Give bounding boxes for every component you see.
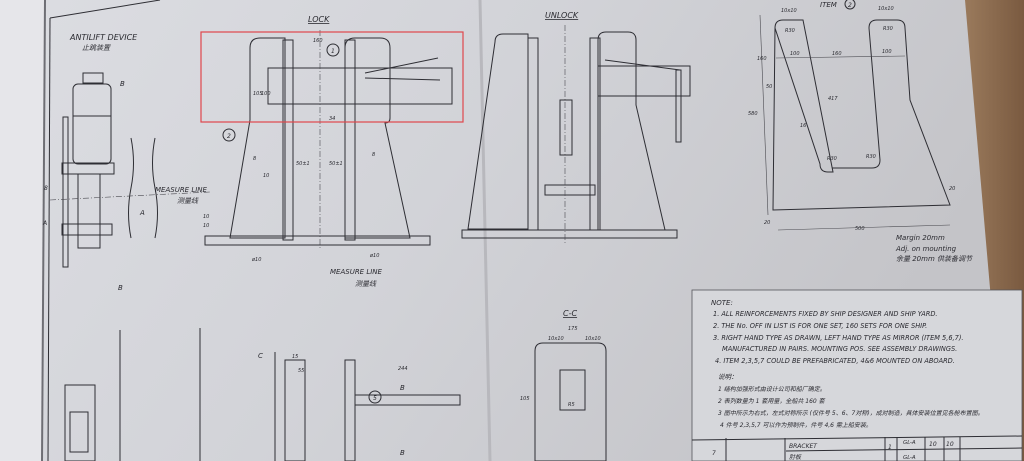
lower-views: C 15 55 244 5 B B C-C 175 10x10 10x10 10…: [64, 309, 607, 461]
adjust-note-cn: 余量 20mm 供装备调节: [896, 255, 973, 263]
dimension: 417: [828, 96, 838, 102]
dimension: 105: [253, 91, 263, 97]
adjust-note: Adj. on mounting: [895, 245, 957, 253]
border-line: [49, 0, 161, 19]
dimension: 100: [790, 51, 800, 57]
dimension: 580: [748, 111, 758, 117]
dimension: R30: [883, 26, 893, 32]
lock-view: LOCK 1 2 160 105 100 34 50±1 50±1 8 8 10…: [200, 15, 464, 288]
item-balloon: 2: [227, 133, 231, 140]
weld-symbol: ø10: [369, 253, 379, 259]
weld-symbol: 10: [263, 173, 269, 179]
row-number: 7: [712, 450, 716, 457]
dimension: 16: [800, 123, 806, 129]
highlight-rectangle: [200, 31, 464, 123]
note-line-cn: 4 件号 2,3,5,7 可以作为预制件，件号 4,6 需上船安装。: [720, 421, 872, 429]
part-material: GL-A: [903, 440, 916, 446]
dimension: 160: [832, 51, 842, 57]
dimension: 50±1: [296, 161, 310, 167]
dimension: 160: [313, 38, 323, 44]
dimension: 10x10: [878, 6, 894, 12]
view-title: LOCK: [308, 15, 330, 24]
part-material: GL-A: [903, 455, 916, 461]
dimension: R30: [827, 156, 837, 162]
part-thickness: 10: [929, 441, 937, 448]
note-line: 3. RIGHT HAND TYPE AS DRAWN, LEFT HAND T…: [713, 334, 964, 342]
view-title: ANTILIFT DEVICE: [69, 33, 138, 42]
section-label: B: [118, 284, 123, 292]
note-line-cn: 1 结构加强形式由设计公司和船厂确定。: [718, 385, 826, 393]
unlock-view: UNLOCK: [461, 11, 691, 245]
measure-line-label-cn: 测量线: [177, 197, 199, 205]
notes-block: NOTE: 1. ALL REINFORCEMENTS FIXED BY SHI…: [691, 289, 1023, 461]
margin-note: Margin 20mm: [896, 234, 945, 242]
weld-symbol: 8: [253, 156, 256, 162]
section-label: A: [139, 209, 145, 217]
dimension: 10x10: [781, 8, 797, 14]
note-line: 4. ITEM 2,3,5,7 COULD BE PREFABRICATED, …: [715, 357, 955, 365]
note-line: 1. ALL REINFORCEMENTS FIXED BY SHIP DESI…: [713, 310, 938, 318]
section-label: B: [400, 449, 405, 457]
item-balloon: 5: [373, 395, 377, 402]
antilift-device-view: ANTILIFT DEVICE 止跳装置 B B A 8 MEASURE LIN…: [42, 33, 211, 292]
border-line: [47, 17, 51, 461]
part-name: BRACKET: [789, 443, 818, 450]
notes-heading-cn: 说明：: [718, 373, 738, 381]
note-line: 2. THE No. OFF IN LIST IS FOR ONE SET, 1…: [713, 322, 927, 330]
binder-edge: [0, 0, 45, 461]
dimension: 15: [292, 354, 298, 360]
dimension: 50: [766, 84, 772, 90]
dimension: 20: [764, 220, 770, 226]
dimension: 100: [261, 91, 271, 97]
weld-symbol: 8: [372, 152, 375, 158]
dimension: 20: [949, 186, 955, 192]
item-balloon: 2: [848, 2, 852, 9]
note-line-cn: 2 表列数量为 1 套用量，全船共 160 套: [718, 397, 826, 405]
note-line-cn: 3 图中所示为右式，左式对称所示 (仅件号 5、6、7对称)，成对制造，具体安装…: [718, 409, 984, 417]
weld-symbol: 10: [203, 223, 209, 229]
dimension: R30: [785, 28, 795, 34]
dimension: 105: [520, 396, 530, 402]
item-2-view: ITEM 2 10x10 10x10 100 160 100 R30 R30 R…: [748, 0, 973, 263]
note-line: MANUFACTURED IN PAIRS. MOUNTING POS. SEE…: [722, 345, 957, 353]
dimension: 55: [298, 368, 304, 374]
notes-heading: NOTE:: [711, 299, 733, 307]
part-name-cn: 肘板: [789, 453, 802, 461]
view-title: C-C: [563, 309, 577, 318]
view-title-cn: 止跳装置: [82, 44, 111, 52]
measure-line-label-cn: 测量线: [355, 280, 377, 288]
page-fold: [41, 0, 46, 461]
dimension: 244: [398, 366, 408, 372]
view-title: ITEM: [820, 1, 837, 9]
section-label: B: [400, 384, 405, 392]
dimension: 500: [855, 226, 865, 232]
measure-line-label: MEASURE LINE: [155, 186, 208, 194]
dimension: 100: [882, 49, 892, 55]
dimension: 175: [568, 326, 578, 332]
dimension: 34: [329, 116, 335, 122]
dimension: 50±1: [329, 161, 343, 167]
item-balloon: 1: [331, 48, 335, 55]
dimension: 10x10: [548, 336, 564, 342]
part-width: 10: [946, 441, 954, 448]
dimension: 10x10: [585, 336, 601, 342]
dimension: R30: [866, 154, 876, 160]
weld-symbol: ø10: [251, 257, 261, 263]
parts-list: 7 BRACKET 肘板 1 GL-A GL-A 10 10: [691, 435, 1023, 461]
weld-symbol: 10: [203, 214, 209, 220]
section-label: A: [42, 220, 47, 227]
part-qty: 1: [888, 444, 892, 451]
measure-line-label: MEASURE LINE: [330, 268, 383, 276]
section-label: B: [120, 80, 125, 88]
section-label: C: [258, 352, 263, 360]
dimension: 160: [757, 56, 767, 62]
dimension: R5: [568, 402, 575, 408]
view-title: UNLOCK: [545, 11, 579, 20]
weld-label: 8: [44, 185, 48, 192]
